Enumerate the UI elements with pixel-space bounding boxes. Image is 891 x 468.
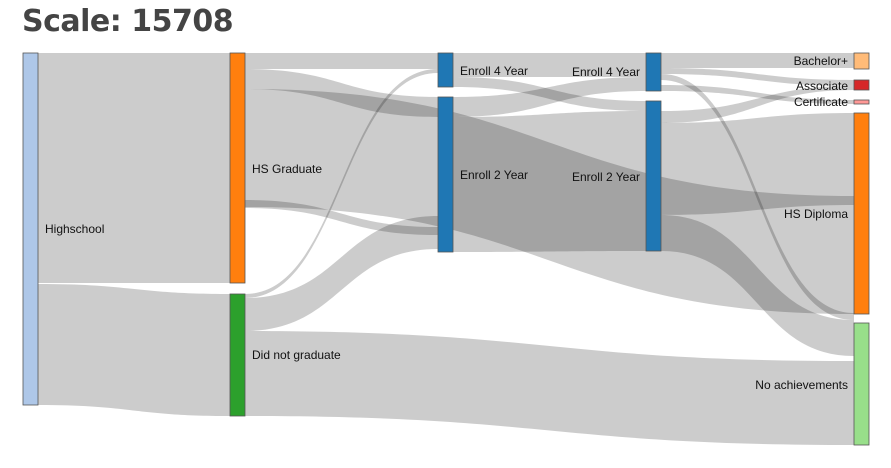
node-grad[interactable] [229,52,246,284]
node-e2b[interactable] [645,100,662,252]
node-none[interactable] [853,322,870,446]
node-nograd[interactable] [229,293,246,417]
node-bach[interactable] [853,52,870,70]
sankey-link [38,284,230,416]
sankey-link [245,89,854,314]
sankey-link [245,331,854,445]
node-label-none: No achievements [755,378,848,392]
node-e4b[interactable] [645,52,662,92]
node-label-bach: Bachelor+ [794,54,848,68]
sankey-nodes [22,52,870,446]
sankey-link [245,69,438,298]
sankey-link [661,68,854,86]
node-label-grad: HS Graduate [252,162,322,176]
sankey-link [661,215,854,356]
sankey-link [661,74,854,320]
node-label-assoc: Associate [796,79,848,93]
sankey-link [661,113,854,215]
sankey-link [453,77,646,117]
sankey-link [453,111,646,252]
node-label-hs: Highschool [45,222,104,236]
node-assoc[interactable] [853,79,870,91]
node-label-e2b: Enroll 2 Year [572,170,640,184]
node-label-e4b: Enroll 4 Year [572,65,640,79]
node-cert[interactable] [853,99,870,105]
node-label-nograd: Did not graduate [252,348,341,362]
node-hs[interactable] [22,52,39,406]
page-title: Scale: 15708 [22,4,234,39]
sankey-link [245,69,438,117]
sankey-links [38,53,854,445]
node-label-dipl: HS Diploma [784,207,848,221]
sankey-link [245,216,438,331]
sankey-link [453,77,646,111]
node-label-cert: Certificate [794,95,848,109]
node-dipl[interactable] [853,112,870,315]
sankey-link [661,53,854,68]
sankey-link [245,53,438,69]
sankey-link [38,53,230,283]
sankey-link [661,85,854,104]
node-e4a[interactable] [437,52,454,88]
node-label-e2a: Enroll 2 Year [460,168,528,182]
sankey-link [453,53,646,77]
sankey-link [661,86,854,123]
node-label-e4a: Enroll 4 Year [460,64,528,78]
node-e2a[interactable] [437,96,454,253]
sankey-link [245,200,438,235]
